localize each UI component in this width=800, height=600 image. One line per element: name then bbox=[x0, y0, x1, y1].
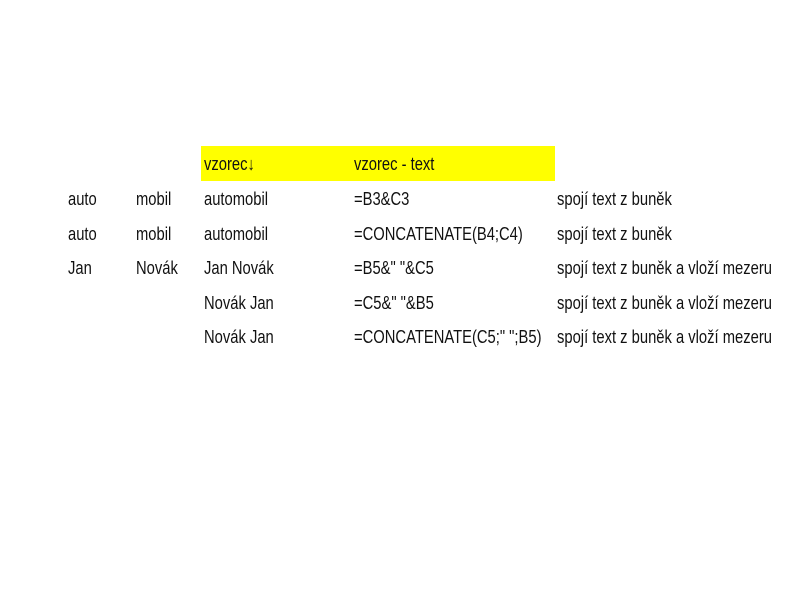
header-formula-text-cell[interactable]: vzorec - text bbox=[354, 154, 435, 174]
cell-d[interactable]: =CONCATENATE(B4;C4) bbox=[354, 223, 523, 244]
cell-d[interactable]: =B5&" "&C5 bbox=[354, 258, 434, 279]
cell-e[interactable]: spojí text z buněk bbox=[557, 223, 672, 244]
cell-e[interactable]: spojí text z buněk a vloží mezeru bbox=[557, 258, 772, 279]
cell-c[interactable]: automobil bbox=[204, 223, 268, 244]
cell-d[interactable]: =B3&C3 bbox=[354, 189, 410, 209]
cell-c[interactable]: Novák Jan bbox=[204, 292, 274, 313]
cell-a[interactable]: Jan bbox=[68, 258, 92, 279]
header-highlight bbox=[201, 146, 555, 181]
cell-d[interactable]: =C5&" "&B5 bbox=[354, 292, 434, 313]
table-row: Novák Jan =C5&" "&B5 spojí text z buněk a … bbox=[0, 286, 800, 320]
cell-a[interactable]: auto bbox=[68, 189, 97, 209]
table-row: Jan Novák Jan Novák =B5&" "&C5 spojí text z … bbox=[0, 251, 800, 285]
table-row: Novák Jan =CONCATENATE(C5;" ";B5) spojí te… bbox=[0, 320, 800, 354]
header-row: vzorec↓ vzorec - text bbox=[0, 147, 800, 181]
cell-b[interactable]: Novák bbox=[136, 258, 178, 279]
header-formula-cell[interactable]: vzorec↓ bbox=[204, 147, 255, 181]
cell-c[interactable]: Jan Novák bbox=[204, 258, 274, 279]
cell-e[interactable]: spojí text z buněk bbox=[557, 189, 672, 209]
cell-c[interactable]: automobil bbox=[204, 189, 268, 209]
header-formula-label: vzorec bbox=[204, 154, 248, 174]
cell-d[interactable]: =CONCATENATE(C5;" ";B5) bbox=[354, 327, 542, 348]
cell-e[interactable]: spojí text z buněk a vloží mezeru bbox=[557, 292, 772, 313]
arrow-down-icon: ↓ bbox=[247, 154, 255, 174]
cell-b[interactable]: mobil bbox=[136, 223, 172, 244]
cell-b[interactable]: mobil bbox=[136, 189, 172, 209]
cell-c[interactable]: Novák Jan bbox=[204, 327, 274, 348]
cell-e[interactable]: spojí text z buněk a vloží mezeru bbox=[557, 327, 772, 348]
cell-a[interactable]: auto bbox=[68, 223, 97, 244]
